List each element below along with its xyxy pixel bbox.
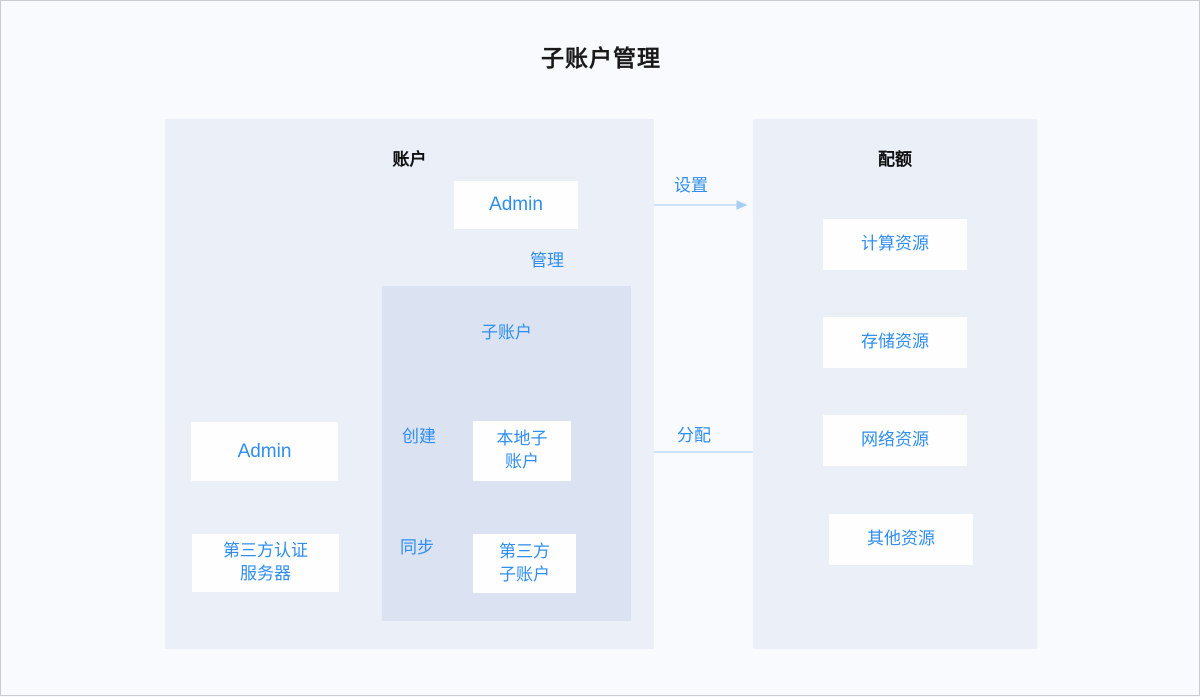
node-third-party-subaccount[interactable]: 第三方 子账户 — [473, 534, 576, 593]
quota-panel: 配额 — [753, 119, 1037, 649]
third-party-server-line1: 第三方认证 — [223, 541, 308, 561]
local-sub-line1: 本地子 — [496, 429, 548, 449]
quota-panel-title: 配额 — [878, 150, 912, 169]
node-storage-resource[interactable]: 存储资源 — [823, 317, 967, 368]
node-other-resource[interactable]: 其他资源 — [829, 514, 973, 565]
node-local-subaccount-label: 本地子 账户 — [497, 428, 548, 474]
edge-label-assign: 分配 — [677, 426, 711, 445]
third-sub-line2: 子账户 — [499, 564, 550, 584]
edge-label-set: 设置 — [674, 176, 708, 195]
node-network-resource-label: 网络资源 — [861, 430, 929, 450]
third-party-server-line2: 服务器 — [240, 564, 291, 583]
node-storage-resource-label: 存储资源 — [861, 332, 929, 352]
node-third-party-subaccount-label: 第三方 子账户 — [499, 541, 550, 587]
node-admin-left[interactable]: Admin — [191, 422, 338, 481]
third-sub-line1: 第三方 — [499, 541, 550, 561]
node-compute-resource[interactable]: 计算资源 — [823, 219, 967, 270]
page-title: 子账户管理 — [541, 45, 661, 71]
node-other-resource-label: 其他资源 — [867, 529, 935, 549]
subaccount-region-label: 子账户 — [481, 323, 532, 342]
node-admin-left-label: Admin — [237, 440, 292, 462]
node-admin-top-label: Admin — [489, 194, 543, 216]
edge-label-manage: 管理 — [530, 251, 564, 270]
node-compute-resource-label: 计算资源 — [861, 234, 929, 254]
node-network-resource[interactable]: 网络资源 — [823, 415, 967, 466]
edge-label-sync: 同步 — [400, 538, 434, 557]
local-sub-line2: 账户 — [505, 452, 539, 471]
node-local-subaccount[interactable]: 本地子 账户 — [473, 421, 571, 481]
node-third-party-auth-server[interactable]: 第三方认证 服务器 — [192, 534, 339, 592]
node-third-party-auth-server-label: 第三方认证 服务器 — [223, 540, 308, 586]
account-panel-title: 账户 — [392, 150, 427, 169]
edge-label-create: 创建 — [402, 427, 436, 446]
node-admin-top[interactable]: Admin — [454, 181, 578, 229]
